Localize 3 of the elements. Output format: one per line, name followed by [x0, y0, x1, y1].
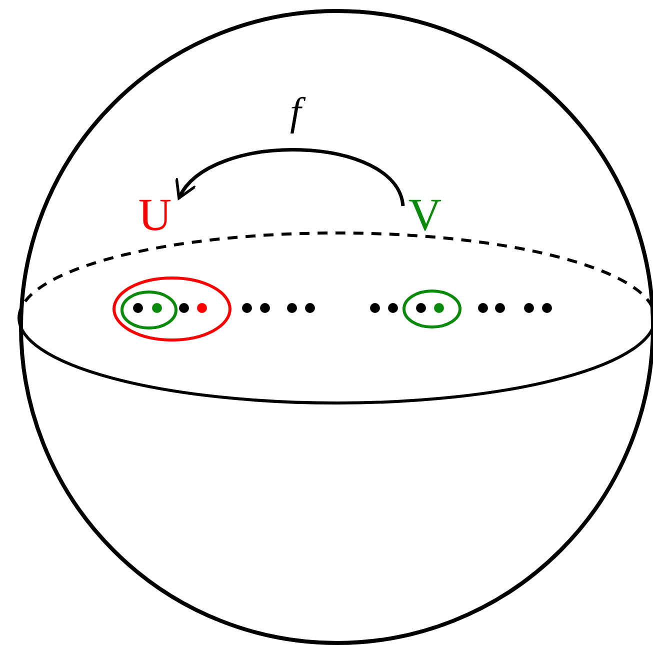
arrow — [178, 148, 405, 206]
set-label: U — [133, 192, 177, 240]
set-label: V — [403, 192, 447, 240]
